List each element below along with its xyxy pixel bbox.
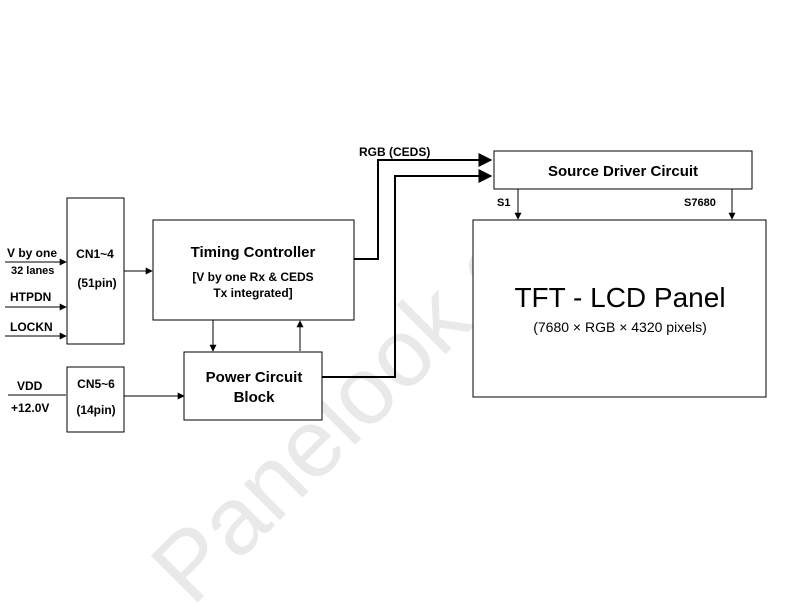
power-circuit-block	[183, 351, 323, 421]
panel-title: TFT - LCD Panel	[514, 282, 725, 313]
timing-controller-line2: Tx integrated]	[213, 286, 292, 300]
source-driver-title: Source Driver Circuit	[548, 163, 698, 180]
cn1-4-pins: (51pin)	[77, 276, 116, 290]
cn5-6-pins: (14pin)	[76, 403, 115, 417]
cn1-4-label: CN1~4	[76, 247, 114, 261]
rgb-ceds-bus	[354, 153, 493, 260]
power-to-source-bus	[322, 169, 493, 378]
timing-controller-title: Timing Controller	[191, 244, 316, 261]
rgb-ceds-label: RGB (CEDS)	[359, 145, 430, 159]
s7680-label: S7680	[684, 197, 716, 209]
power-circuit-line2: Block	[234, 389, 276, 406]
power-circuit-line1: Power Circuit	[206, 369, 303, 386]
panel-subtitle: (7680 × RGB × 4320 pixels)	[533, 319, 707, 335]
timing-controller-block	[152, 219, 355, 321]
lockn-label: LOCKN	[10, 320, 53, 334]
cn1-4-connector	[66, 197, 125, 345]
s1-label: S1	[497, 197, 510, 209]
vdd-label: VDD	[17, 379, 43, 393]
voltage-label: +12.0V	[11, 401, 49, 415]
tft-lcd-panel	[472, 219, 767, 398]
htpdn-label: HTPDN	[10, 290, 51, 304]
source-driver-block	[493, 150, 753, 190]
timing-controller-line1: [V by one Rx & CEDS	[192, 270, 313, 284]
cn5-6-connector	[66, 366, 125, 433]
lanes-label: 32 lanes	[11, 265, 54, 277]
vbyone-label: V by one	[7, 246, 57, 260]
cn5-6-label: CN5~6	[77, 377, 115, 391]
